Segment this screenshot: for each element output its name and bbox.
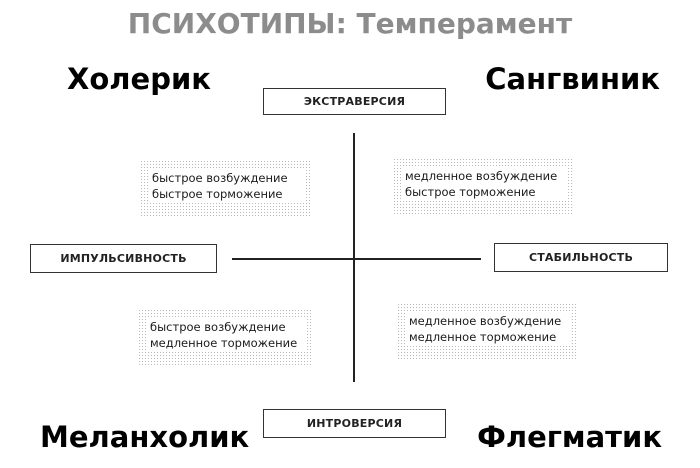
axis-label-extraversion: ЭКСТРАВЕРСИЯ: [263, 88, 446, 115]
temperament-melancholic: Меланхолик: [40, 420, 250, 454]
horizontal-axis: [232, 258, 481, 260]
temperament-sanguine: Сангвиник: [485, 62, 660, 96]
vertical-axis: [353, 133, 355, 382]
quadrant-bottom-right-line-1: медленное возбуждение: [407, 313, 570, 329]
quadrant-top-left: быстрое возбуждение быстрое торможение: [140, 160, 311, 218]
quadrant-top-right: медленное возбуждение быстрое торможение: [393, 158, 572, 216]
axis-label-impulsivity: ИМПУЛЬСИВНОСТЬ: [30, 244, 217, 273]
axis-label-introversion: ИНТРОВЕРСИЯ: [263, 409, 446, 438]
diagram-title: ПСИХОТИПЫ: Темперамент: [127, 7, 573, 40]
quadrant-top-left-line-2: быстрое торможение: [150, 186, 305, 202]
quadrant-bottom-right: медленное возбуждение медленное торможен…: [397, 303, 576, 361]
quadrant-top-left-line-1: быстрое возбуждение: [150, 170, 305, 186]
quadrant-bottom-left-line-2: медленное торможение: [148, 335, 305, 351]
quadrant-bottom-left: быстрое возбуждение медленное торможение: [138, 309, 311, 365]
quadrant-top-right-line-2: быстрое торможение: [403, 184, 566, 200]
quadrant-bottom-left-line-1: быстрое возбуждение: [148, 319, 305, 335]
quadrant-bottom-right-line-2: медленное торможение: [407, 329, 570, 345]
temperament-choleric: Холерик: [67, 62, 211, 96]
quadrant-top-right-line-1: медленное возбуждение: [403, 168, 566, 184]
axis-label-stability: СТАБИЛЬНОСТЬ: [494, 243, 668, 272]
temperament-phlegmatic: Флегматик: [477, 420, 662, 454]
